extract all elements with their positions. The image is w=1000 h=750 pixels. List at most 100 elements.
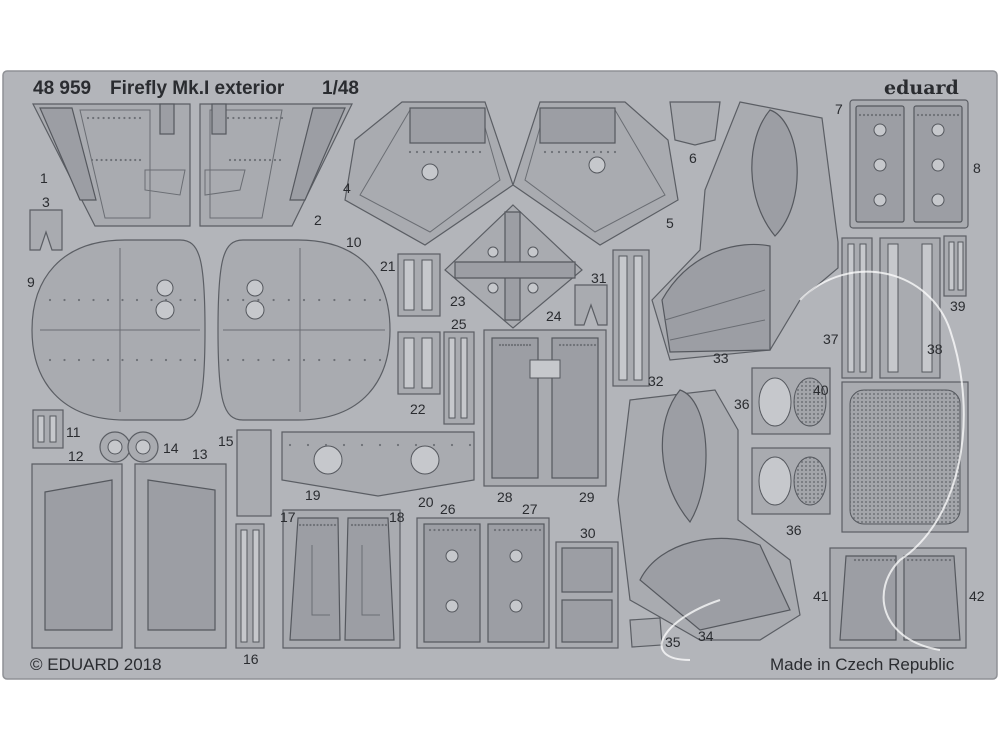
rivet (354, 523, 357, 527)
rivet (63, 298, 66, 302)
part-17-18 (282, 509, 401, 649)
rivet (367, 523, 371, 527)
rivet (866, 113, 870, 117)
part-15 (236, 429, 272, 517)
part-31 (574, 284, 608, 326)
part-number: 28 (497, 489, 513, 505)
rivet (324, 443, 328, 447)
part-number: 38 (927, 341, 943, 357)
rivet (226, 116, 230, 120)
rivet (350, 523, 354, 527)
part-number: 29 (579, 489, 595, 505)
rivet (243, 158, 247, 162)
part-number: 41 (813, 588, 829, 604)
rivet (363, 358, 366, 362)
rivet (592, 150, 596, 154)
rivet (95, 158, 98, 162)
rivet (911, 558, 914, 562)
rivet (469, 528, 472, 532)
part-28-29 (483, 329, 607, 487)
rivet (326, 523, 330, 527)
rivet (242, 298, 245, 302)
part-number: 16 (243, 651, 259, 667)
rivet (432, 443, 436, 447)
rivet (450, 443, 454, 447)
rivet (437, 528, 441, 532)
rivet (936, 113, 940, 117)
rivet (121, 358, 124, 362)
rivet (312, 523, 316, 527)
rivet (525, 343, 529, 347)
rivet (378, 523, 381, 527)
rivet (572, 343, 576, 347)
rivet (302, 358, 306, 362)
rivet (510, 343, 514, 347)
part-number: 33 (713, 350, 729, 366)
part-number: 6 (689, 150, 697, 166)
part-30 (555, 541, 619, 649)
rivet (287, 298, 290, 302)
rivet (364, 523, 367, 527)
rivet (150, 358, 153, 362)
rivet (590, 343, 593, 347)
rivet (384, 523, 388, 527)
part-number: 2 (314, 212, 322, 228)
rivet (306, 443, 310, 447)
rivet (919, 558, 922, 562)
rivet (348, 358, 351, 362)
rivet (507, 343, 511, 347)
rivet (90, 158, 94, 162)
rivet (874, 113, 878, 117)
part-number: 26 (440, 501, 456, 517)
rivet (433, 528, 436, 532)
rivet (228, 158, 232, 162)
rivet (606, 150, 610, 154)
rivet (520, 528, 524, 532)
rivet (519, 343, 523, 347)
rivet (557, 150, 561, 154)
part-number: 19 (305, 487, 321, 503)
sheet-scale: 1/48 (322, 78, 359, 99)
rivet (450, 150, 454, 154)
rivet (287, 358, 290, 362)
rivet (576, 343, 579, 347)
part-number: 30 (580, 525, 596, 541)
rivet (319, 523, 323, 527)
part-number: 40 (813, 382, 829, 398)
rivet (493, 528, 497, 532)
rivet (944, 558, 947, 562)
part-number: 22 (410, 401, 426, 417)
part-number: 14 (163, 440, 179, 456)
rivet (460, 528, 463, 532)
part-number: 42 (969, 588, 985, 604)
rivet (280, 116, 284, 120)
rivet (309, 523, 312, 527)
rivet (77, 298, 81, 302)
rivet (857, 558, 861, 562)
rivet (613, 150, 617, 154)
rivet (248, 116, 251, 120)
rivet (378, 443, 382, 447)
copyright-text: © EDUARD 2018 (30, 655, 162, 674)
part-32 (612, 249, 650, 387)
rivet (106, 298, 110, 302)
rivet (114, 158, 118, 162)
rivet (138, 116, 142, 120)
rivet (272, 358, 275, 362)
rivet (278, 158, 282, 162)
rivet (378, 358, 382, 362)
rivet (133, 116, 136, 120)
rivet (516, 528, 519, 532)
rivet (112, 116, 116, 120)
part-number: 31 (591, 270, 607, 286)
rivet (948, 558, 952, 562)
brand-logo: eduard (884, 77, 959, 99)
rivet (916, 113, 920, 117)
rivet (123, 116, 126, 120)
rivet (318, 358, 321, 362)
rivet (455, 528, 459, 532)
part-number: 3 (42, 194, 50, 210)
rivet (932, 113, 936, 117)
rivet (468, 443, 472, 447)
